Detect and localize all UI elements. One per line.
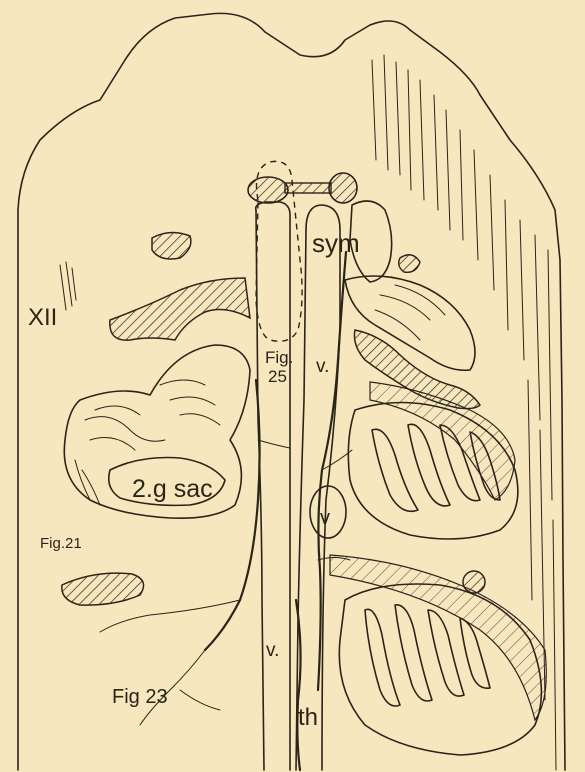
label-gill-sac: 2.g sac xyxy=(132,475,213,503)
hatched-mass-lower-left xyxy=(62,573,144,605)
label-v-mid: v xyxy=(320,507,330,529)
label-sym: sym xyxy=(312,228,360,258)
hatched-band-left xyxy=(110,278,250,340)
light-hatch-lower-right xyxy=(330,555,546,720)
label-fig25-line1: Fig. xyxy=(265,348,293,367)
section-outline xyxy=(18,13,565,770)
right-column-inner xyxy=(296,230,306,770)
hatched-mass-small xyxy=(152,232,191,259)
commissure-dumbbell xyxy=(248,173,357,203)
label-th: th xyxy=(298,704,318,731)
label-v-upper: v. xyxy=(316,356,329,377)
light-hatch-upper-right xyxy=(370,382,515,500)
label-v-lower: v. xyxy=(266,640,279,661)
hatched-blob-right xyxy=(399,255,420,272)
label-fig23: Fig 23 xyxy=(112,686,168,708)
label-fig21: Fig.21 xyxy=(40,535,82,552)
nerve-tracts xyxy=(60,252,352,770)
label-xii: XII xyxy=(28,304,57,331)
left-column-edge xyxy=(256,210,264,770)
label-fig25-line2: 25 xyxy=(268,367,287,386)
